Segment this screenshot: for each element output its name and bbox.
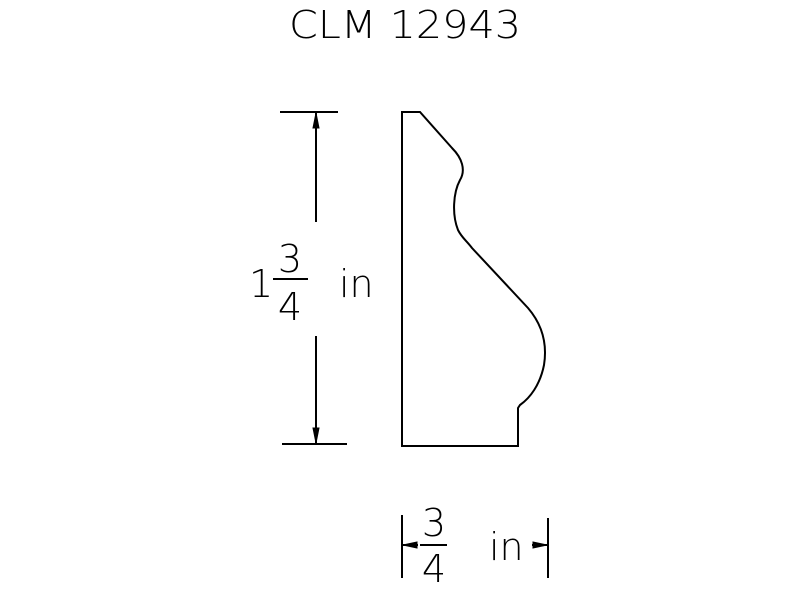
width-denominator: 4 bbox=[422, 547, 446, 591]
height-denominator: 4 bbox=[278, 285, 302, 329]
arrow-down-icon bbox=[312, 427, 320, 444]
molding-profile bbox=[401, 111, 546, 447]
arrow-right-icon bbox=[532, 541, 548, 549]
width-unit: in bbox=[489, 525, 524, 569]
height-unit: in bbox=[339, 262, 374, 306]
width-dimension bbox=[401, 515, 549, 578]
height-whole: 1 bbox=[249, 262, 273, 306]
width-numerator: 3 bbox=[422, 501, 446, 545]
arrow-up-icon bbox=[312, 112, 320, 129]
height-dimension bbox=[273, 111, 347, 445]
drawing-title: CLM 12943 bbox=[289, 3, 521, 47]
height-numerator: 3 bbox=[278, 237, 302, 281]
arrow-left-icon bbox=[402, 541, 418, 549]
